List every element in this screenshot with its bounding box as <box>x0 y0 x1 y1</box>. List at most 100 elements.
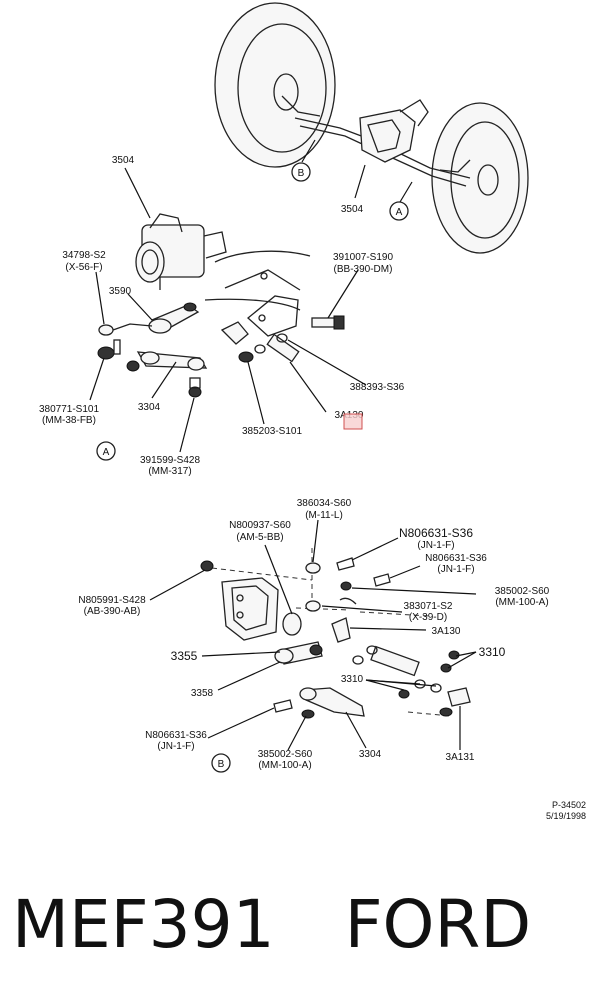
idler-arm-ball <box>309 644 323 656</box>
label-N800937: N800937-S60 <box>229 520 291 531</box>
leader-N806631-b <box>389 565 421 579</box>
leader-34798 <box>95 271 105 325</box>
leader-3355 <box>201 651 281 657</box>
frame-line-2 <box>224 269 301 291</box>
leader-3A130-a <box>289 361 327 413</box>
dash-4 <box>359 611 431 617</box>
callout-B <box>211 753 231 773</box>
label-385002-a-sub: (MM-100-A) <box>495 597 548 608</box>
callout-A <box>96 441 116 461</box>
leader-N805991 <box>149 569 206 601</box>
steering-gear-top <box>149 213 183 233</box>
clamp-1 <box>352 655 364 665</box>
gear-cluster <box>359 109 416 163</box>
nut-386034 <box>305 562 321 574</box>
bolt-N806631-c <box>273 699 293 713</box>
label-3355: 3355 <box>171 649 198 663</box>
left-wheel-hub <box>273 73 299 111</box>
label-34798: 34798-S2 <box>62 250 106 261</box>
pitman-ball <box>183 302 197 312</box>
label-386034-sub: (M-11-L) <box>305 510 343 521</box>
reference-code: P-34502 <box>552 800 586 810</box>
leader-N806631-a <box>351 537 399 561</box>
leader-3304-a <box>151 361 177 399</box>
label-380771: 380771-S101 <box>39 404 99 415</box>
label-3504-top: 3504 <box>112 155 135 166</box>
label-3310-b: 3310 <box>341 674 364 685</box>
bracket-hole-1 <box>236 594 244 602</box>
left-wheel-rim <box>237 23 327 153</box>
steering-gear-end-inner <box>141 249 159 275</box>
leader-N806631-c <box>207 707 275 739</box>
frame-hole <box>260 272 268 280</box>
bolt-391007-head <box>333 315 345 330</box>
leader-A-top <box>399 181 413 203</box>
callout-B-top-text: B <box>298 168 305 179</box>
bolt-N805991 <box>200 560 214 572</box>
part-number: MEF391 <box>12 886 275 963</box>
idler-bracket <box>221 577 279 641</box>
label-385203: 385203-S101 <box>242 426 302 437</box>
adjust-sleeve-3310 <box>370 645 420 677</box>
leader-3310-a2 <box>447 651 477 669</box>
label-3A131: 3A131 <box>446 752 475 763</box>
right-wheel <box>431 102 529 254</box>
left-knuckle <box>281 95 321 117</box>
label-N806631-c-sub: (JN-1-F) <box>157 741 194 752</box>
clamp-bolt-2 <box>440 663 452 673</box>
callout-B-top <box>291 162 311 182</box>
label-N806631-b-sub: (JN-1-F) <box>437 564 474 575</box>
label-N806631-c: N806631-S36 <box>145 730 207 741</box>
clamp-4 <box>430 683 442 693</box>
brand-name: FORD <box>344 886 532 963</box>
label-N806631-a-sub: (JN-1-F) <box>417 540 454 551</box>
label-383071: 383071-S2 <box>404 601 453 612</box>
leader-385002-a <box>351 587 477 595</box>
leader-B-top <box>301 139 316 163</box>
tie-rod-end-3A131 <box>447 687 471 707</box>
nut-385002-b <box>301 709 315 719</box>
dash-1 <box>211 567 313 581</box>
label-N800937-sub: (AM-5-BB) <box>236 532 283 543</box>
label-3304-b: 3304 <box>359 749 382 760</box>
leader-N800937 <box>264 544 293 615</box>
callout-A-text: A <box>103 447 110 458</box>
right-knuckle <box>439 159 471 173</box>
label-3310-a: 3310 <box>479 645 506 659</box>
nut-385002-a <box>340 581 352 591</box>
idler-arm-pivot <box>282 612 302 636</box>
pitman-arm-boss <box>148 318 172 334</box>
frame-line-3 <box>204 298 301 311</box>
leader-3A130-b <box>349 627 427 631</box>
label-34798-sub: (X-56-F) <box>65 262 102 273</box>
center-link-end <box>299 687 317 701</box>
bolt-N806631-a <box>336 557 355 571</box>
leader-391599 <box>179 397 195 453</box>
washer-383071 <box>305 600 321 612</box>
leader-380771 <box>89 357 105 401</box>
clamp-bolt-1 <box>398 689 410 699</box>
nut-3A131 <box>439 707 453 717</box>
leader-3590 <box>127 293 153 321</box>
clip-383071 <box>339 597 357 605</box>
bolt-391007 <box>311 317 337 328</box>
nut-380771 <box>97 346 115 360</box>
leader-385002-b <box>287 715 307 751</box>
view-a: 34798-S2 (X-56-F) 391007-S190 (BB-390-DM… <box>39 213 405 477</box>
label-3A130-b: 3A130 <box>432 626 461 637</box>
leader-3358 <box>217 661 281 691</box>
bolt-head-388393 <box>276 333 288 343</box>
label-388393: 388393-S36 <box>350 382 405 393</box>
label-N806631-b: N806631-S36 <box>425 553 487 564</box>
tie-rod-end-a <box>220 321 249 345</box>
steering-linkage-diagram: B A 3504 3504 <box>39 2 586 821</box>
bracket-hole <box>258 314 266 322</box>
steering-gear-input <box>203 231 227 259</box>
pitman-bolt-line <box>112 323 153 331</box>
dash-5 <box>407 711 451 717</box>
clamp-2 <box>366 645 378 655</box>
steering-gear-end <box>135 241 165 283</box>
label-N805991: N805991-S428 <box>78 595 146 606</box>
label-383071-sub: (X-39-D) <box>409 612 447 623</box>
leader-386034 <box>312 519 319 563</box>
